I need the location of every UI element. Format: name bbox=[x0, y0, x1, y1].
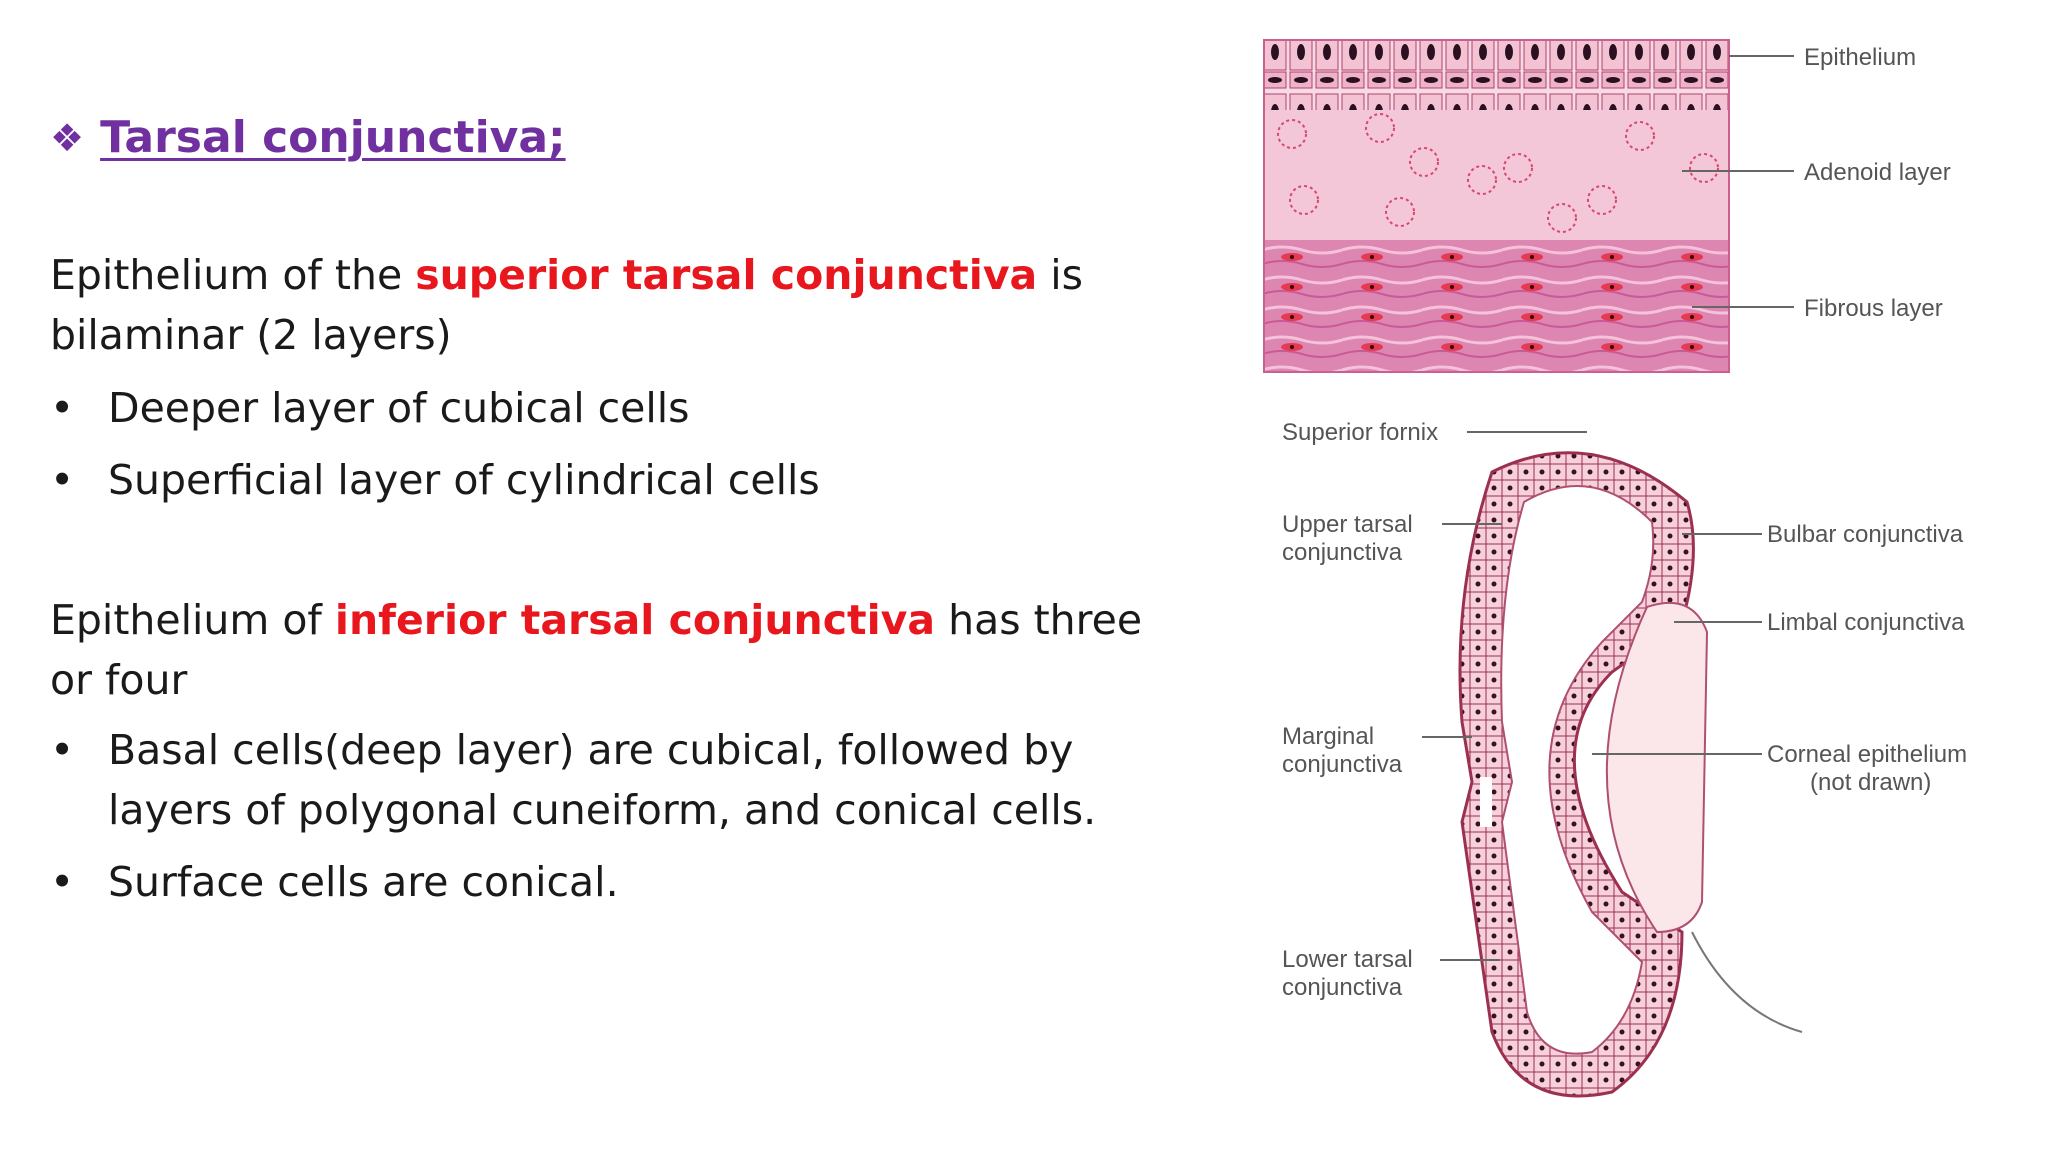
label-superior-fornix: Superior fornix bbox=[1282, 419, 1438, 446]
bottom-leader-lines bbox=[1422, 431, 1762, 961]
inferior-bullet-list: • Basal cells(deep layer) are cubical, fo… bbox=[50, 720, 1110, 924]
cornea-curve bbox=[1691, 931, 1803, 1033]
superior-paragraph: Epithelium of the superior tarsal conjun… bbox=[50, 245, 1120, 365]
label-limbal-conjunctiva: Limbal conjunctiva bbox=[1767, 609, 1965, 636]
conjunctival-sac-illustration bbox=[1422, 431, 1803, 1098]
inferior-emphasis: inferior tarsal conjunctiva bbox=[334, 596, 936, 644]
list-item-text: Deeper layer of cubical cells bbox=[108, 384, 690, 432]
list-item-text: Basal cells(deep layer) are cubical, fol… bbox=[108, 726, 1097, 834]
page-title: Tarsal conjunctiva; bbox=[100, 112, 566, 163]
label-bulbar-conjunctiva: Bulbar conjunctiva bbox=[1767, 521, 1964, 548]
inferior-text-pre: Epithelium of bbox=[50, 596, 335, 644]
tissue-layers-illustration bbox=[1263, 39, 1794, 373]
bullet-dot-icon: • bbox=[50, 384, 75, 432]
adenoid-layer bbox=[1264, 110, 1729, 240]
conjunctiva-figure: Epithelium Adenoid layer Fibrous layer S… bbox=[1262, 32, 2010, 1122]
label-adenoid-layer: Adenoid layer bbox=[1804, 159, 1951, 186]
label-lower-tarsal-1: Lower tarsal bbox=[1282, 946, 1413, 973]
label-corneal-epithelium: Corneal epithelium bbox=[1767, 741, 1967, 768]
histology-diagram: Epithelium Adenoid layer Fibrous layer S… bbox=[1263, 39, 1967, 1098]
label-lower-tarsal-2: conjunctiva bbox=[1282, 974, 1403, 1001]
list-item: • Basal cells(deep layer) are cubical, fo… bbox=[50, 720, 1110, 840]
cornea-region bbox=[1605, 601, 1709, 934]
inferior-paragraph: Epithelium of inferior tarsal conjunctiv… bbox=[50, 590, 1150, 710]
top-leader-lines bbox=[1682, 55, 1794, 308]
list-item-text: Superficial layer of cylindrical cells bbox=[108, 456, 820, 504]
epithelium-layer bbox=[1264, 40, 1729, 110]
lymphoid-follicles bbox=[1277, 113, 1719, 233]
lid-margin-gap bbox=[1480, 777, 1492, 827]
sac-lumen bbox=[1500, 485, 1655, 1055]
label-epithelium: Epithelium bbox=[1804, 44, 1916, 71]
list-item: • Superficial layer of cylindrical cells bbox=[50, 450, 820, 510]
superior-emphasis: superior tarsal conjunctiva bbox=[415, 251, 1038, 299]
list-item-text: Surface cells are conical. bbox=[108, 858, 619, 906]
superior-text-post: is bilaminar (2 layers) bbox=[50, 251, 1084, 359]
bullet-dot-icon: • bbox=[50, 456, 75, 504]
section-heading: ❖ Tarsal conjunctiva; bbox=[50, 112, 566, 163]
label-fibrous-layer: Fibrous layer bbox=[1804, 295, 1943, 322]
fibrous-layer bbox=[1264, 240, 1729, 372]
label-marginal-1: Marginal bbox=[1282, 723, 1374, 750]
inferior-text-post: has three or four bbox=[50, 596, 1143, 704]
superior-text-pre: Epithelium of the bbox=[50, 251, 416, 299]
bullet-dot-icon: • bbox=[50, 858, 75, 906]
list-item: • Surface cells are conical. bbox=[50, 852, 1110, 912]
label-upper-tarsal-2: conjunctiva bbox=[1282, 539, 1403, 566]
label-upper-tarsal-1: Upper tarsal bbox=[1282, 511, 1413, 538]
bullet-dot-icon: • bbox=[50, 726, 75, 774]
label-not-drawn: (not drawn) bbox=[1810, 769, 1931, 796]
list-item: • Deeper layer of cubical cells bbox=[50, 378, 820, 438]
label-marginal-2: conjunctiva bbox=[1282, 751, 1403, 778]
diamond-bullet-icon: ❖ bbox=[50, 115, 85, 160]
superior-bullet-list: • Deeper layer of cubical cells • Superfic… bbox=[50, 378, 820, 522]
